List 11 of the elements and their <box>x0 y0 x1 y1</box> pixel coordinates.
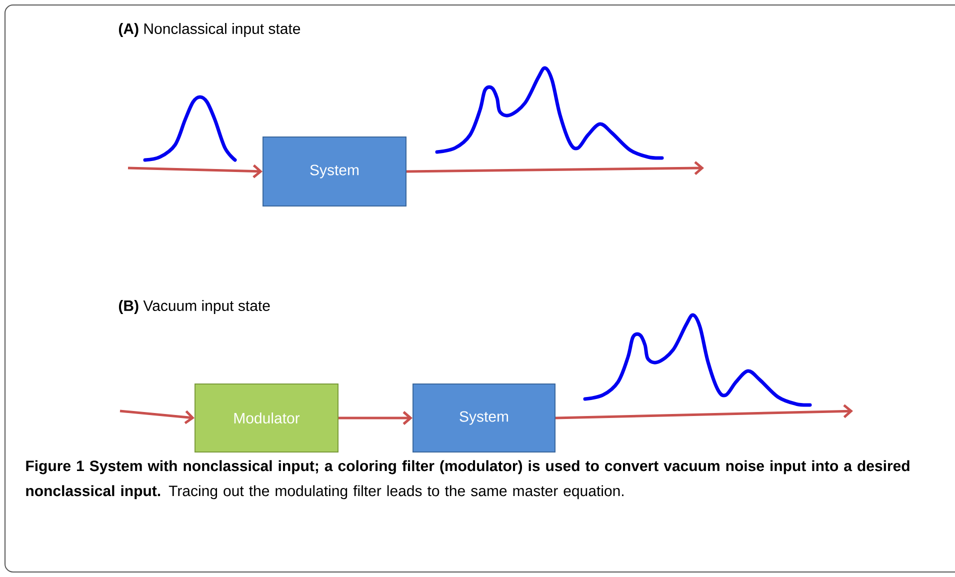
arrow <box>120 410 194 424</box>
block-box: System <box>412 384 556 452</box>
panel-label: (B) Vacuum input state <box>118 300 270 314</box>
arrow <box>555 404 853 420</box>
arrow <box>128 164 263 178</box>
block-box: Modulator <box>194 384 338 452</box>
arrow <box>338 411 412 425</box>
figure-caption: Figure 1 System with nonclassical input; a coloring filter (modulator) is used to convert vacuum noise input into a desired nonclassical input. Tracing out the modulating filter leads to the same master equation. <box>26 460 910 500</box>
panel-label: (A) Nonclassical input state <box>118 23 300 37</box>
arrow <box>406 161 704 176</box>
block-box: System <box>262 136 406 206</box>
